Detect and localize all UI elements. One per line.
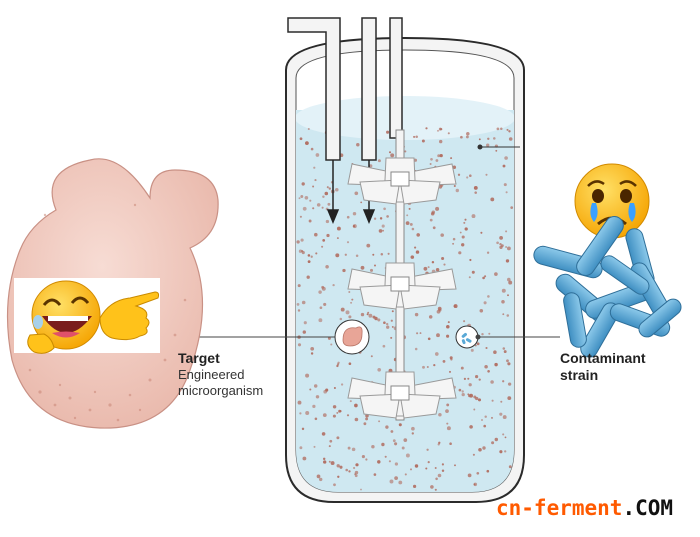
watermark: cn-ferment.COM [496,496,673,520]
target-microorganism-illustration [6,158,219,429]
feed-pipe-bent [287,17,341,161]
watermark-part2: COM [635,496,674,520]
rod-bacteria-icon [533,216,682,358]
inlet-pipes [287,17,403,161]
watermark-part1: cn-ferment [496,496,623,520]
laughing-emoji-icon [27,280,160,354]
target-cell-in-vessel [334,319,370,355]
liquid-surface [296,96,514,140]
suspended-particles [296,127,514,491]
feed-pipe-straight [361,17,377,161]
contaminant-cell-in-vessel [455,325,479,349]
target-label-line1: Engineered [178,367,245,382]
impeller-blade-set [347,262,457,310]
impeller-blade-set [347,371,457,419]
target-label-line2: microorganism [178,383,264,398]
impeller-shaft-housing [389,17,403,139]
contaminant-label: Contaminant strain [560,350,646,384]
impeller [347,129,457,421]
impeller-blade-set [347,157,457,205]
target-label-title: Target [178,350,220,366]
contaminant-strain-illustration [533,163,682,358]
contaminant-label-line1: Contaminant [560,350,646,366]
contaminant-label-line2: strain [560,367,599,383]
watermark-dot: . [622,496,636,520]
target-label: Target Engineered microorganism [178,350,263,399]
